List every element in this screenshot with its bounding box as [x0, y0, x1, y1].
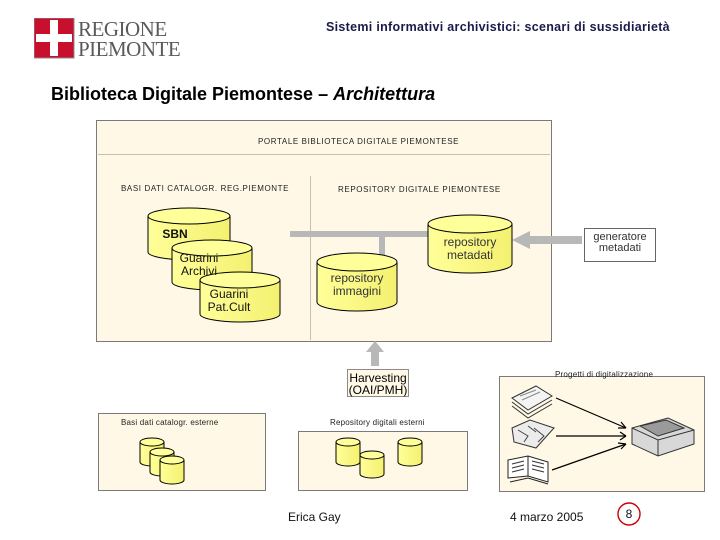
repository-caption: REPOSITORY DIGITALE PIEMONTESE — [338, 185, 501, 194]
repo-metadati-line2: metadati — [446, 248, 494, 262]
document-stack-icon — [511, 385, 553, 419]
basi-dati-caption: BASI DATI CATALOGR. REG.PIEMONTE — [121, 184, 290, 193]
open-book-icon — [507, 455, 549, 485]
cylinder-ext-repo-2 — [359, 450, 385, 479]
harvesting-line2: (OAI/PMH) — [348, 383, 408, 397]
basi-dati-panel — [98, 176, 311, 340]
digitization-arrows — [551, 397, 627, 471]
repo-immagini-line2: immagini — [332, 284, 381, 298]
repo-immagini-line1: repository — [330, 271, 384, 285]
harvesting-box: Harvesting (OAI/PMH) — [347, 369, 409, 397]
portal-divider — [98, 154, 550, 155]
guarini-archivi-label: Guarini Archivi — [172, 252, 226, 278]
repo-esterni-caption: Repository digitali esterni — [330, 418, 425, 427]
portal-caption: PORTALE BIBLIOTECA DIGITALE PIEMONTESE — [258, 137, 460, 146]
logo-line-piemonte: PIEMONTE — [78, 37, 181, 61]
arrow-sbn-to-metadati — [290, 231, 430, 237]
page-number-badge-shape — [617, 502, 641, 526]
guarini-archivi-line1: Guarini — [179, 251, 219, 265]
arrow-harvesting-up — [366, 341, 384, 366]
footer-date: 4 marzo 2005 — [510, 510, 584, 524]
generatore-line1: generatore — [593, 231, 647, 243]
guarini-patcult-line1: Guarini — [209, 287, 249, 301]
cylinder-ext-basi-3 — [159, 455, 185, 485]
guarini-patcult-label: Guarini Pat.Cult — [202, 288, 256, 314]
sbn-label: SBN — [162, 227, 188, 241]
cylinder-ext-repo-1 — [335, 437, 361, 467]
page-number: 8 — [625, 507, 633, 521]
scanner-icon — [631, 417, 695, 457]
generatore-line2: metadati — [598, 242, 642, 254]
title-italic: Architettura — [333, 84, 436, 104]
logo-line-regione: REGIONE — [78, 17, 167, 41]
cylinder-repo-immagini — [316, 252, 398, 312]
cylinder-ext-repo-3 — [397, 437, 423, 467]
arrow-generatore-to-metadati — [512, 231, 582, 249]
basi-esterne-caption: Basi dati catalogr. esterne — [121, 418, 219, 427]
repo-metadati-label: repository metadati — [428, 236, 512, 262]
regione-piemonte-emblem-icon — [34, 18, 75, 59]
harvesting-line1: Harvesting — [349, 371, 407, 385]
cylinder-guarini-patcult — [199, 271, 281, 323]
guarini-patcult-line2: Pat.Cult — [207, 300, 251, 314]
cylinder-repo-metadati — [427, 214, 513, 274]
title-main: Biblioteca Digitale Piemontese – — [51, 84, 334, 104]
footer-author: Erica Gay — [288, 510, 341, 524]
generatore-metadati-box: generatore metadati — [584, 228, 656, 262]
guarini-archivi-line2: Archivi — [180, 264, 217, 278]
progetti-caption: Progetti di digitalizzazione — [555, 370, 654, 379]
repo-metadati-line1: repository — [443, 235, 497, 249]
slide-header: Sistemi informativi archivistici: scenar… — [326, 20, 670, 34]
map-document-icon — [511, 419, 555, 449]
slide-title: Biblioteca Digitale Piemontese – Archite… — [51, 84, 435, 105]
regione-piemonte-logo: REGIONE PIEMONTE — [34, 17, 181, 62]
repo-immagini-label: repository immagini — [317, 272, 397, 298]
